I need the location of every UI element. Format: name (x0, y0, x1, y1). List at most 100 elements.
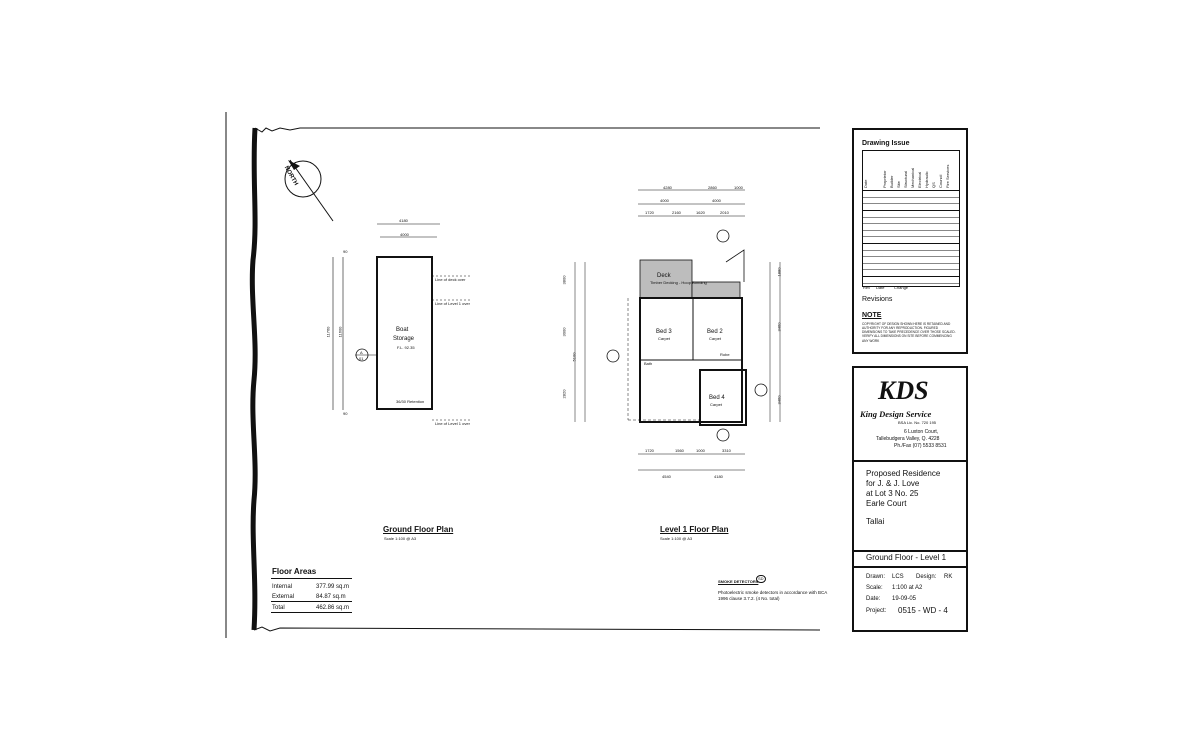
issue-header-grid: Date Proprietor Builder Site Structural … (862, 150, 960, 192)
level1-dim-left-1: 3000 (561, 327, 567, 337)
company-name: King Design Service (860, 409, 932, 419)
project-label: Project: (866, 608, 887, 614)
revisions-label: Revisions (862, 296, 893, 303)
issue-col-10: Fire Services (945, 164, 950, 188)
floor-areas-bottom-rule (271, 612, 352, 613)
issue-col-8: QS (931, 182, 936, 188)
floor-area-value-0: 377.99 sq.m (316, 584, 350, 590)
ground-plan-scale: Scale 1:100 @ A3 (384, 536, 417, 541)
level1-dim-bottom-3: 3310 (722, 448, 731, 453)
design-label: Design: (916, 574, 937, 580)
smoke-title: SMOKE DETECTORS (718, 579, 759, 584)
level1-dim-bottom-1: 1560 (675, 448, 684, 453)
floor-area-value-1: 84.87 sq.m (316, 594, 346, 600)
company-logo: KDS (878, 376, 929, 405)
floor-area-value-2: 462.86 sq.m (316, 605, 350, 611)
level1-dim-top2-1: 4000 (712, 198, 721, 203)
project-line-3: Earle Court (866, 499, 907, 508)
project-line-1: for J. & J. Love (866, 479, 920, 488)
design-value: RK (944, 574, 953, 580)
level1-dim-right-0: 1880 (776, 267, 782, 277)
issue-col-1: Proprietor (882, 170, 887, 188)
sheet-border (249, 127, 821, 632)
drawn-label: Drawn: (866, 574, 886, 580)
ground-dim-90a: 90 (343, 249, 348, 254)
level1-dim-left-2: 5100 (571, 352, 577, 362)
issue-col-9: Council (938, 174, 943, 188)
level1-bed2-carpet: Carpet (709, 336, 722, 341)
issue-col-2: Builder (889, 175, 894, 188)
scale-value: 1:100 at A2 (892, 585, 923, 591)
level1-dim-top-2: 1000 (734, 185, 743, 190)
level1-dim-top-0: 4280 (663, 185, 672, 190)
rev-header-2: Change (894, 285, 909, 290)
level1-dim-right-2: 3460 (776, 395, 782, 405)
company-lic: BSA Lic. No. 720 195 (898, 420, 937, 425)
sheet-title: Ground Floor - Level 1 (866, 553, 947, 562)
level1-dim-bottom-2: 1000 (696, 448, 705, 453)
note-text: COPYRIGHT OF DESIGN SHOWN HERE IS RETAIN… (862, 322, 956, 343)
floor-areas-rule (271, 578, 352, 579)
level1-dim-top3-3: 2010 (720, 210, 729, 215)
level1-dim-left-3: 2820 (561, 389, 567, 399)
level1-plan-scale: Scale 1:100 @ A3 (660, 536, 693, 541)
floor-area-label-1: External (272, 594, 295, 600)
level1-floor-plan (574, 189, 781, 471)
ground-dim-top: 4180 (399, 218, 408, 223)
level1-robe: Robe (720, 352, 730, 357)
date-label: Date: (866, 596, 881, 602)
rev-header-0: Rev (863, 285, 871, 290)
company-phone: Ph./Fax (07) 5533 8531 (894, 443, 947, 449)
smoke-text: Photoelectric smoke detectors in accorda… (718, 590, 828, 602)
ground-dim-left-inner: 11600 (337, 326, 343, 338)
level1-dim-top3-2: 1620 (696, 210, 705, 215)
ground-section-a: A (360, 350, 363, 355)
issue-col-3: Site (896, 181, 901, 188)
ground-note-deck: Line of deck over (435, 277, 466, 282)
project-line-2: at Lot 3 No. 25 (866, 489, 919, 498)
level1-deck-note: Timber Decking - Hoop Bonding (650, 280, 707, 285)
ground-floor-plan (332, 223, 470, 421)
floor-area-label-0: Internal (272, 584, 293, 590)
drawing-issue-title: Drawing Issue (862, 140, 910, 147)
level1-bed2: Bed 2 (707, 329, 723, 335)
issue-grid (862, 190, 960, 287)
north-arrow (284, 159, 334, 222)
level1-dim-top3-1: 2160 (672, 210, 681, 215)
title-block-rule-3 (854, 566, 966, 568)
level1-dim-left-0: 3800 (561, 275, 567, 285)
level1-dim-bottom-0: 1720 (645, 448, 654, 453)
level1-bed3-carpet: Carpet (658, 336, 671, 341)
level1-dim-top2-0: 4000 (660, 198, 669, 203)
drawn-value: LCS (892, 574, 904, 580)
level1-bed4-carpet: Carpet (710, 402, 723, 407)
floor-area-label-2: Total (272, 605, 285, 611)
issue-col-6: Electrical (917, 171, 922, 188)
ground-dim-top-inner: 4000 (400, 232, 409, 237)
level1-bath: Bath (644, 361, 653, 366)
note-title: NOTE (862, 312, 882, 319)
level1-dim-bottom2-0: 4540 (662, 474, 671, 479)
project-line-0: Proposed Residence (866, 469, 941, 478)
floor-areas-total-rule (271, 601, 352, 602)
level1-deck: Deck (657, 273, 671, 279)
ground-room-name2: Storage (393, 336, 415, 342)
title-block: KDS King Design Service BSA Lic. No. 720… (852, 366, 968, 632)
issue-col-0: Date (863, 179, 868, 188)
ground-room-level: F.L. 92.35 (397, 345, 415, 350)
ground-dim-90b: 90 (343, 411, 348, 416)
level1-plan-title: Level 1 Floor Plan (660, 525, 729, 534)
rev-header-1: Date (876, 285, 885, 290)
issue-col-4: Structural (903, 170, 908, 188)
project-number: 0515 - WD - 4 (898, 606, 948, 615)
level1-bed3: Bed 3 (656, 329, 672, 335)
smoke-symbol: SD (756, 575, 766, 583)
ground-room-name: Boat (396, 327, 409, 333)
level1-dim-bottom2-1: 4180 (714, 474, 723, 479)
ground-note-level1: Line of Level 1 over (435, 301, 470, 306)
issue-col-7: Hydraulic (924, 171, 929, 188)
date-value: 19-09-05 (892, 596, 917, 602)
drawing-issue-panel: Drawing Issue Date Proprietor Builder Si… (852, 128, 968, 354)
issue-col-5: Mechanical (910, 167, 915, 188)
